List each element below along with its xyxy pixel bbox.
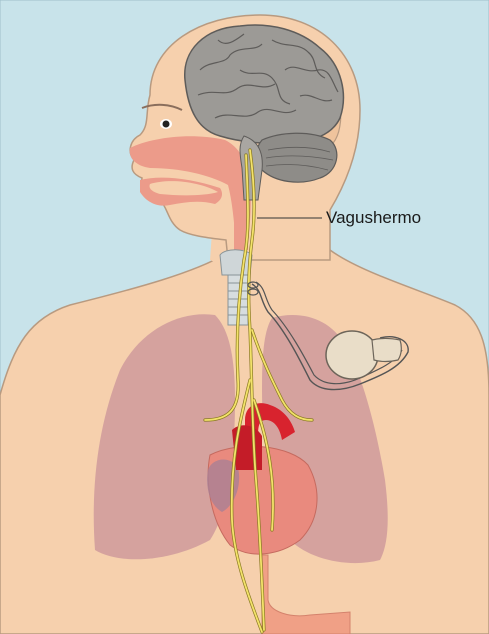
vagus-nerve-label: Vagushermo xyxy=(326,208,421,227)
eye-icon xyxy=(160,119,172,129)
